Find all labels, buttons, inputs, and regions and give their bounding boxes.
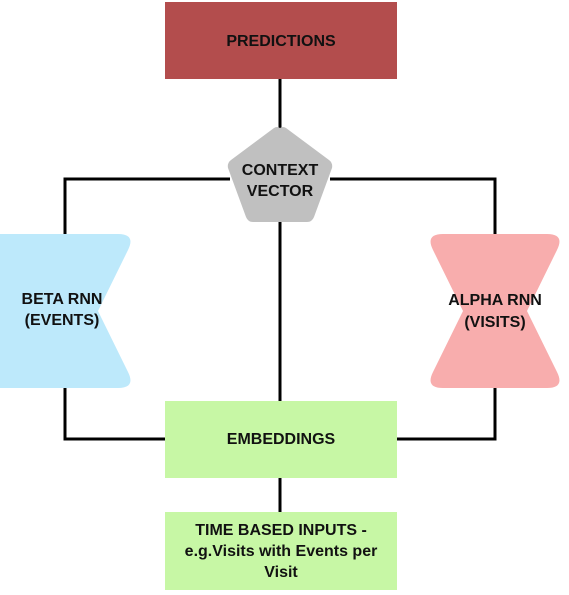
connector-alpha-embeddings — [397, 386, 497, 441]
context-vector-label-line1: CONTEXT — [242, 162, 319, 179]
connector-context-alpha — [330, 177, 497, 236]
alpha-rnn-node: ALPHA RNN (VISITS) — [430, 234, 560, 388]
time-inputs-label-line1: TIME BASED INPUTS - — [195, 522, 367, 539]
time-inputs-label-line3: Visit — [264, 564, 298, 581]
embeddings-label: EMBEDDINGS — [227, 431, 336, 448]
alpha-rnn-label-line1: ALPHA RNN — [448, 292, 542, 309]
beta-rnn-node: BETA RNN (EVENTS) — [0, 234, 131, 388]
time-inputs-node: TIME BASED INPUTS - e.g.Visits with Even… — [165, 512, 397, 590]
embeddings-box — [165, 401, 397, 478]
embeddings-node: EMBEDDINGS — [165, 401, 397, 478]
beta-rnn-label-line2: (EVENTS) — [25, 312, 100, 329]
predictions-label: PREDICTIONS — [226, 33, 336, 50]
context-vector-node: CONTEXT VECTOR — [227, 127, 333, 222]
connector-beta-embeddings — [63, 386, 165, 441]
predictions-box — [165, 2, 397, 79]
beta-rnn-hourglass — [0, 234, 131, 388]
connectors — [63, 78, 497, 512]
alpha-rnn-hourglass — [430, 234, 560, 388]
connector-context-beta — [63, 177, 230, 236]
context-vector-pentagon — [227, 127, 333, 222]
time-inputs-box — [165, 512, 397, 590]
alpha-rnn-label-line2: (VISITS) — [464, 314, 525, 331]
beta-rnn-label-line1: BETA RNN — [22, 291, 103, 308]
predictions-node: PREDICTIONS — [165, 2, 397, 79]
time-inputs-label-line2: e.g.Visits with Events per — [185, 543, 378, 560]
context-vector-label-line2: VECTOR — [247, 183, 314, 200]
